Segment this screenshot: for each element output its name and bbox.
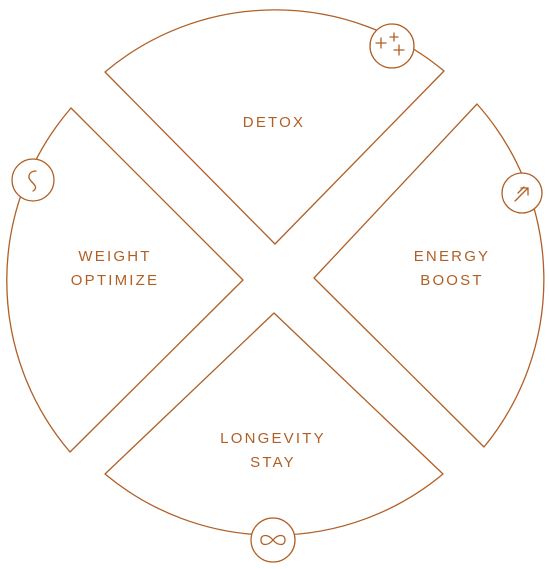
arrow-up-right-icon xyxy=(514,186,529,202)
label-detox-line-1: DETOX xyxy=(242,114,306,131)
label-energy-line-1: ENERGY xyxy=(413,248,491,265)
badge-weight[interactable] xyxy=(11,158,55,202)
sparkles-icon xyxy=(375,32,405,56)
segment-energy[interactable] xyxy=(313,103,545,448)
segment-weight[interactable] xyxy=(6,107,244,453)
segment-detox[interactable] xyxy=(104,9,445,245)
badge-detox[interactable] xyxy=(369,23,415,69)
label-longevity-line-1: LONGEVITY xyxy=(220,430,326,447)
label-energy: ENERGY BOOST xyxy=(392,245,512,293)
label-energy-line-2: BOOST xyxy=(420,272,484,289)
label-weight: WEIGHT OPTIMIZE xyxy=(50,245,180,293)
swirl-icon xyxy=(28,170,37,192)
badge-longevity[interactable] xyxy=(250,517,296,563)
badge-energy[interactable] xyxy=(501,172,543,214)
label-longevity: LONGEVITY STAY xyxy=(198,427,348,475)
label-detox: DETOX xyxy=(214,111,334,135)
label-longevity-line-2: STAY xyxy=(250,454,296,471)
segment-longevity[interactable] xyxy=(104,312,444,536)
infinity-icon xyxy=(260,534,286,546)
label-weight-line-2: OPTIMIZE xyxy=(70,272,160,289)
label-weight-line-1: WEIGHT xyxy=(78,248,152,265)
